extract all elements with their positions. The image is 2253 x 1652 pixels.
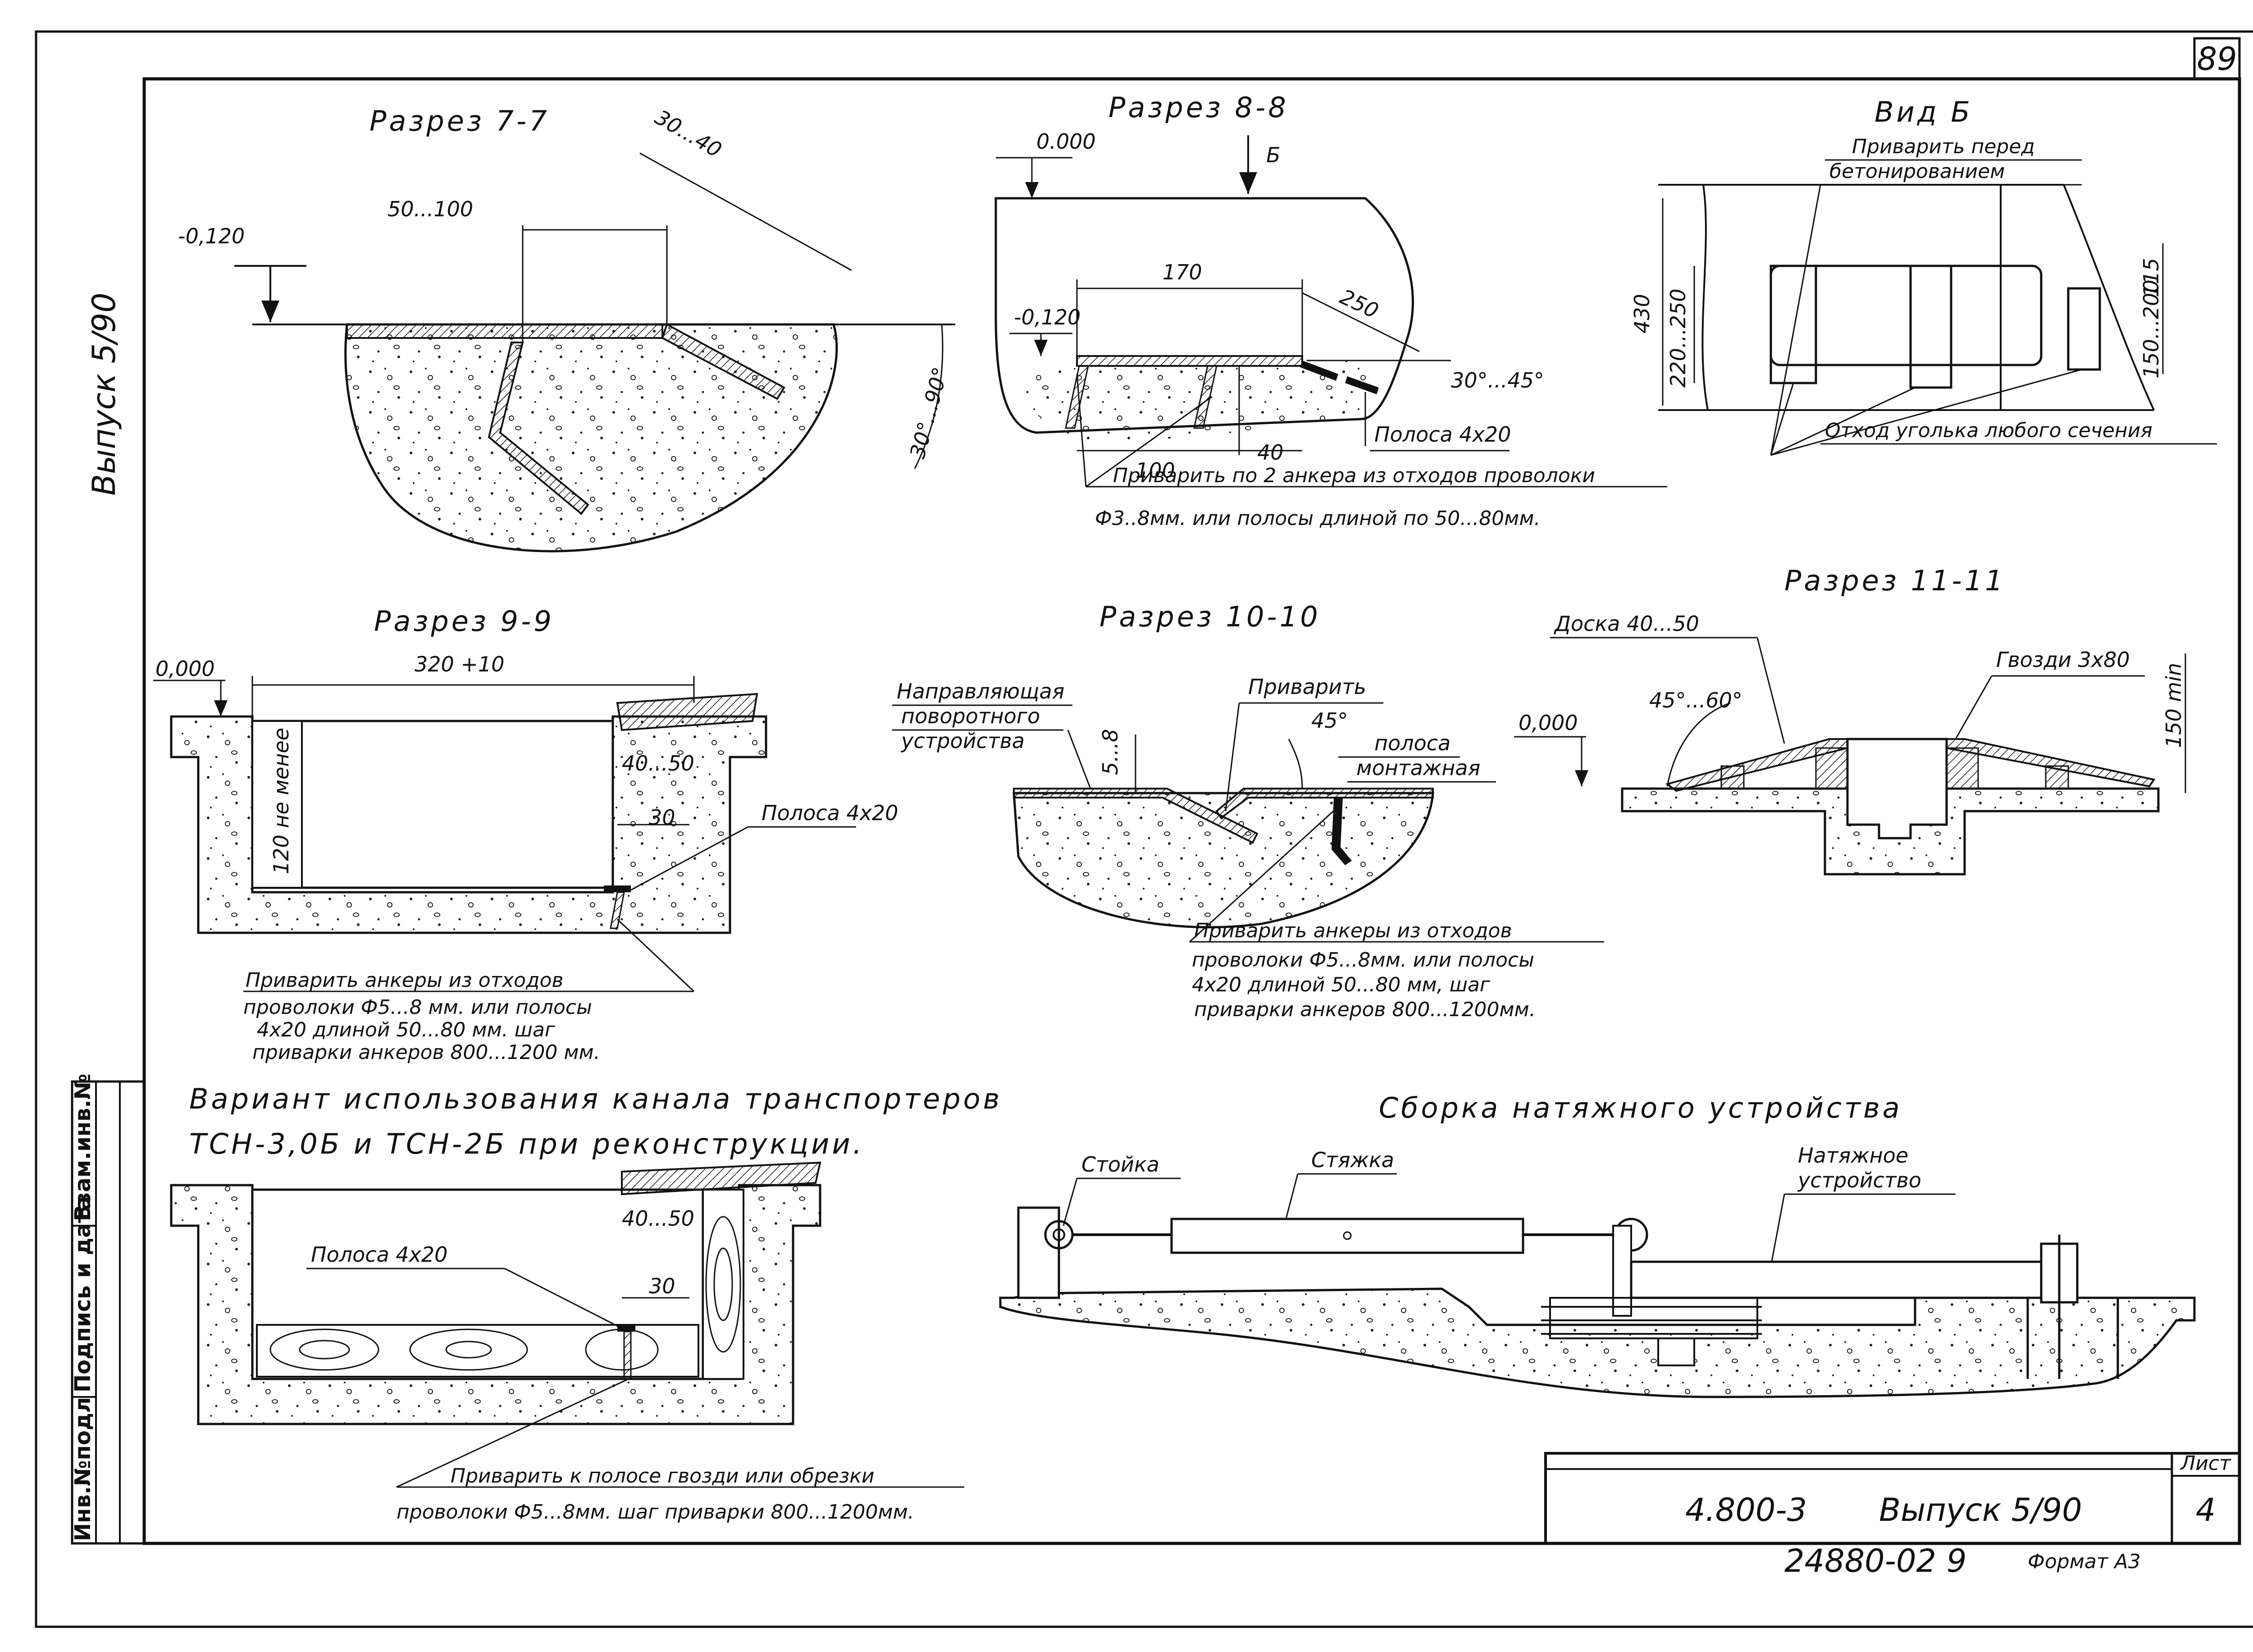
- variant-title-1: Вариант использования канала транспортер…: [189, 1082, 1002, 1115]
- s88-note-2: Ф3..8мм. или полосы длиной по 50...80мм.: [1095, 507, 1541, 530]
- side-issue-label: Выпуск 5/90: [86, 292, 123, 496]
- s1111-board: Доска 40...50: [1554, 612, 1699, 636]
- assembly-title: Сборка натяжного устройства: [1379, 1091, 1902, 1124]
- s1010-guide-2: поворотного: [901, 704, 1040, 728]
- view-b-dim-115: 115: [2139, 258, 2163, 297]
- s77-dim-b: 30...40: [651, 105, 726, 162]
- page-number: 89: [2197, 41, 2237, 78]
- assembly-tie: Стяжка: [1311, 1148, 1394, 1172]
- section-10-10: Разрез 10-10 Направляющая поворотного ус…: [892, 600, 1604, 1021]
- s1010-guide-1: Направляющая: [897, 679, 1064, 703]
- section-11-11: Разрез 11-11 Доска 40...50 Гвозди 3х80 0…: [1514, 564, 2186, 876]
- s1010-note-4: приварки анкеров 800...1200мм.: [1194, 998, 1536, 1021]
- s88-dim-100: 100: [1136, 458, 1175, 483]
- page-number-box: [2193, 37, 2241, 80]
- variant-note-2: проволоки Ф5...8мм. шаг приварки 800...1…: [397, 1501, 914, 1524]
- variant-title-2: ТСН-3,0Б и ТСН-2Б при реконструкции.: [189, 1127, 864, 1160]
- s99-dim-320: 320 +10: [415, 652, 505, 676]
- s1010-strip-2: монтажная: [1356, 756, 1480, 780]
- view-b-dim-150: 150...200: [2139, 280, 2163, 379]
- assembly-tension-1: Натяжное: [1798, 1143, 1908, 1168]
- s1010-note-3: 4х20 длиной 50...80 мм, шаг: [1192, 973, 1491, 996]
- variant-strip: Полоса 4х20: [311, 1242, 447, 1267]
- variant-section: Вариант использования канала транспортер…: [170, 1082, 1002, 1524]
- view-b-waste: Отход уголька любого сечения: [1825, 419, 2153, 442]
- section-8-8-title: Разрез 8-8: [1108, 91, 1289, 124]
- side-stamp: Инв.№подл Подпись и дата Взам.инв.№: [70, 1074, 146, 1545]
- s88-angle: 30°...45°: [1451, 368, 1544, 392]
- s77-level: -0,120: [178, 224, 245, 248]
- side-label-vzam: Взам.инв.№: [70, 1074, 96, 1222]
- view-b-title: Вид Б: [1874, 96, 1973, 128]
- section-9-9-title: Разрез 9-9: [374, 605, 554, 638]
- format-label: Формат А3: [2028, 1550, 2141, 1573]
- doc-issue: Выпуск 5/90: [1879, 1492, 2082, 1529]
- s77-angle: 30°...90°: [905, 365, 953, 461]
- s1010-angle: 45°: [1311, 708, 1348, 733]
- s88-view-mark: Б: [1266, 143, 1281, 167]
- s99-note-3: 4х20 длиной 50...80 мм. шаг: [257, 1018, 556, 1041]
- assembly-post: Стойка: [1081, 1152, 1159, 1177]
- variant-dim-4050: 40...50: [622, 1206, 694, 1231]
- assembly-tension-2: устройство: [1797, 1168, 1921, 1192]
- s1111-dim-150: 150 min: [2162, 663, 2186, 748]
- section-7-7: Разрез 7-7 -0,120 50...100 30...40 30°..…: [178, 105, 955, 552]
- s1010-dim-58: 5...8: [1098, 729, 1122, 775]
- outer-frame: [35, 30, 2253, 1628]
- side-label-sign: Подпись и дата: [70, 1196, 96, 1392]
- s99-note-1: Приварить анкеры из отходов: [246, 969, 563, 992]
- sheet-number: 4: [2196, 1492, 2216, 1529]
- s99-dim-30: 30: [649, 805, 675, 830]
- section-9-9: Разрез 9-9 0,000 320 +10 120 не менее 40…: [153, 605, 898, 1064]
- bottom-code: 24880-02: [1784, 1542, 1936, 1579]
- s99-strip: Полоса 4х20: [762, 801, 898, 825]
- view-b-dim-220: 220...250: [1666, 289, 1690, 388]
- s88-level: -0,120: [1014, 305, 1081, 329]
- s1010-note-2: проволоки Ф5...8мм. или полосы: [1192, 949, 1534, 972]
- s99-note-4: приварки анкеров 800...1200 мм.: [252, 1041, 600, 1064]
- s1111-nails: Гвозди 3х80: [1996, 648, 2130, 672]
- s1010-weld: Приварить: [1248, 675, 1366, 699]
- doc-code: 4.800-3: [1685, 1492, 1807, 1529]
- view-b: Вид Б Приварить перед бетонированием 430…: [1630, 96, 2217, 456]
- bottom-number: 9: [1947, 1542, 1967, 1579]
- inner-frame: [142, 77, 2241, 1545]
- section-8-8: Разрез 8-8 0.000 Б 170 -0,120 250 30°...…: [994, 91, 1667, 530]
- s1010-strip-1: полоса: [1374, 731, 1450, 755]
- s99-dim-4050: 40...50: [622, 751, 694, 776]
- s99-note-2: проволоки Ф5...8 мм. или полосы: [243, 996, 592, 1019]
- s1111-level: 0,000: [1519, 711, 1578, 735]
- tension-assembly: Сборка натяжного устройства Стойка Стяжк…: [999, 1091, 2196, 1398]
- s99-level: 0,000: [155, 657, 215, 681]
- sheet-label: Лист: [2180, 1452, 2231, 1475]
- variant-dim-30: 30: [649, 1274, 675, 1298]
- s88-dim-170: 170: [1163, 260, 1202, 284]
- s1010-note-1: Приварить анкеры из отходов: [1194, 919, 1512, 942]
- s88-level-top: 0.000: [1036, 129, 1096, 154]
- s77-dim-a: 50...100: [388, 197, 473, 221]
- variant-note-1: Приварить к полосе гвозди или обрезки: [451, 1465, 874, 1488]
- section-7-7-title: Разрез 7-7: [369, 105, 550, 137]
- s88-dim-250: 250: [1336, 284, 1382, 323]
- section-10-10-title: Разрез 10-10: [1099, 600, 1321, 633]
- view-b-weld-2: бетонированием: [1829, 160, 2005, 183]
- view-b-weld-1: Приварить перед: [1852, 135, 2035, 158]
- side-label-inv: Инв.№подл: [70, 1397, 96, 1541]
- view-b-dim-430: 430: [1630, 294, 1654, 333]
- s88-dim-40: 40: [1257, 440, 1284, 465]
- s1010-guide-3: устройства: [900, 729, 1025, 753]
- s88-note-1: Приварить по 2 анкера из отходов проволо…: [1113, 464, 1595, 487]
- title-block: Лист 4 4.800-3 Выпуск 5/90 24880-02 9 Фо…: [1544, 1452, 2241, 1579]
- s99-dim-120: 120 не менее: [269, 728, 293, 874]
- section-11-11-title: Разрез 11-11: [1784, 564, 2006, 597]
- s1111-angle: 45°...60°: [1649, 688, 1742, 712]
- s88-strip: Полоса 4х20: [1374, 422, 1511, 447]
